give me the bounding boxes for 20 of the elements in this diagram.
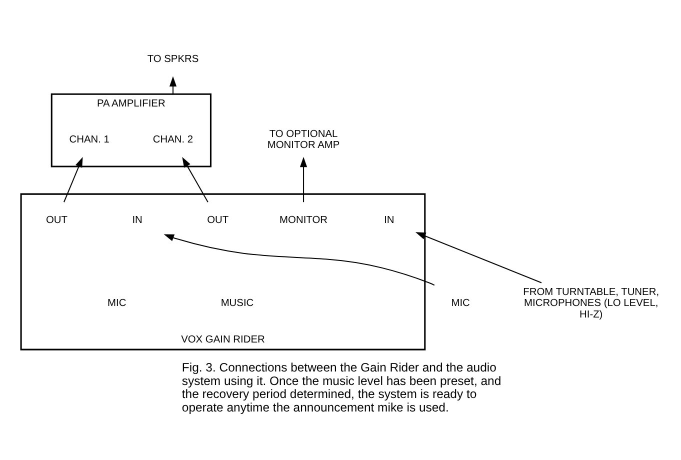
node-text: CHAN. 2 [152,134,194,146]
arrow [415,232,542,284]
arrow [300,156,308,202]
label: MIC [108,298,126,310]
node-text: MONITOR [280,215,328,226]
arrow [169,76,177,94]
node-text: TO SPKRS [147,54,199,65]
node-text: OUT [46,215,68,226]
arrow [182,157,208,202]
node-text: FROM TURNTABLE, TUNER, MICROPHONES (LO LEVEL, HI-Z) [523,287,660,320]
arrow [64,156,83,202]
label: MUSIC [220,298,254,310]
node-text: MIC [451,298,470,310]
node-text: IN [132,215,142,226]
arrow [164,234,435,286]
node-text: OUT [207,215,229,226]
caption: Fig. 3. Connections between the Gain Rider and the audio system using it. Once the music level has been preset, and the recovery period determined, the system is ready to operate anytime the announcement mike is used. [182,360,502,414]
node-text: IN [384,215,394,226]
node-text: CHAN. 1 [69,134,110,146]
node-text: TO OPTIONAL MONITOR AMP [267,128,340,152]
